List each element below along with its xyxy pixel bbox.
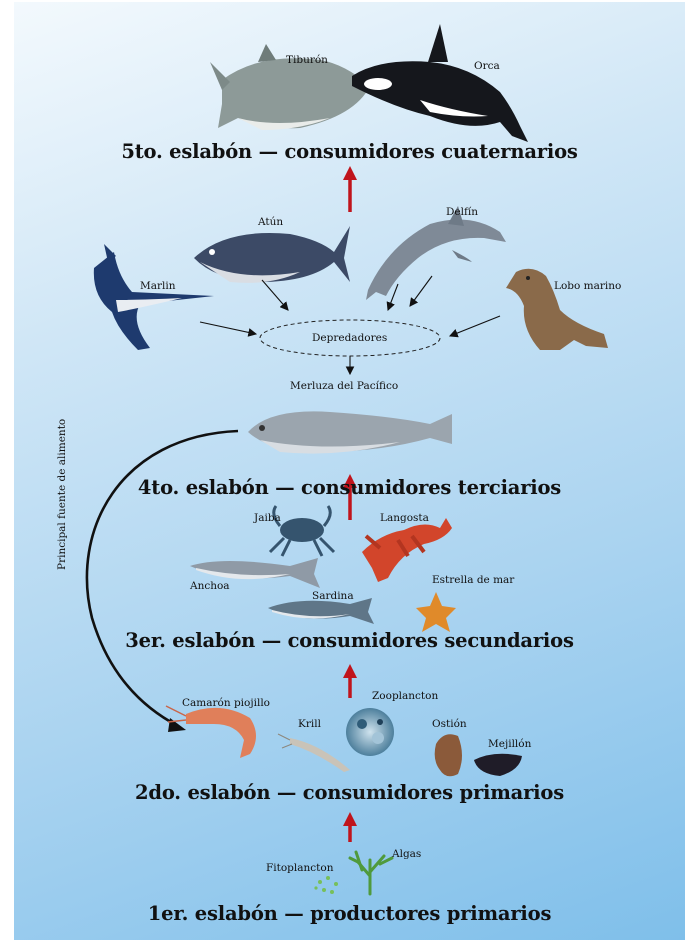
label-ostion: Ostión <box>432 718 467 730</box>
label-anchoa: Anchoa <box>190 580 230 592</box>
label-marlin: Marlin <box>140 280 176 292</box>
krill-illustration <box>278 734 350 772</box>
label-camaron: Camarón piojillo <box>182 697 270 709</box>
label-jaiba: Jaiba <box>254 512 281 524</box>
label-tiburon: Tiburón <box>286 54 328 66</box>
label-lobo-marino: Lobo marino <box>554 280 621 292</box>
level-2-title: 2do. eslabón — consumidores primarios <box>0 781 699 804</box>
label-atun: Atún <box>258 216 283 228</box>
oyster-illustration <box>435 734 462 776</box>
tuna-illustration <box>194 226 350 283</box>
starfish-illustration <box>416 592 456 632</box>
label-merluza: Merluza del Pacífico <box>290 380 398 392</box>
hake-illustration <box>248 411 452 453</box>
side-note-main-food-source: Principal fuente de alimento <box>56 419 68 570</box>
level-4-title: 4to. eslabón — consumidores terciarios <box>0 476 699 499</box>
label-krill: Krill <box>298 718 321 730</box>
level-3-title: 3er. eslabón — consumidores secundarios <box>0 629 699 652</box>
label-delfin: Delfín <box>446 206 478 218</box>
phytoplankton-illustration <box>314 876 338 894</box>
level-5-title: 5to. eslabón — consumidores cuaternarios <box>0 140 699 163</box>
label-algas: Algas <box>392 848 421 860</box>
label-langosta: Langosta <box>380 512 429 524</box>
dolphin-illustration <box>366 206 506 300</box>
zooplankton-illustration <box>346 708 394 756</box>
orca-illustration <box>352 24 528 142</box>
lobster-illustration <box>362 518 452 582</box>
label-fitoplancton: Fitoplancton <box>266 862 333 874</box>
algae-illustration <box>350 852 392 894</box>
predator-arrows <box>200 276 500 374</box>
label-zooplancton: Zooplancton <box>372 690 438 702</box>
level-1-title: 1er. eslabón — productores primarios <box>0 902 699 925</box>
label-estrella: Estrella de mar <box>432 574 514 586</box>
mussel-illustration <box>474 754 522 776</box>
label-mejillon: Mejillón <box>488 738 531 750</box>
label-depredadores: Depredadores <box>312 332 387 344</box>
label-orca: Orca <box>474 60 500 72</box>
shrimp-illustration <box>166 706 256 758</box>
label-sardina: Sardina <box>312 590 354 602</box>
